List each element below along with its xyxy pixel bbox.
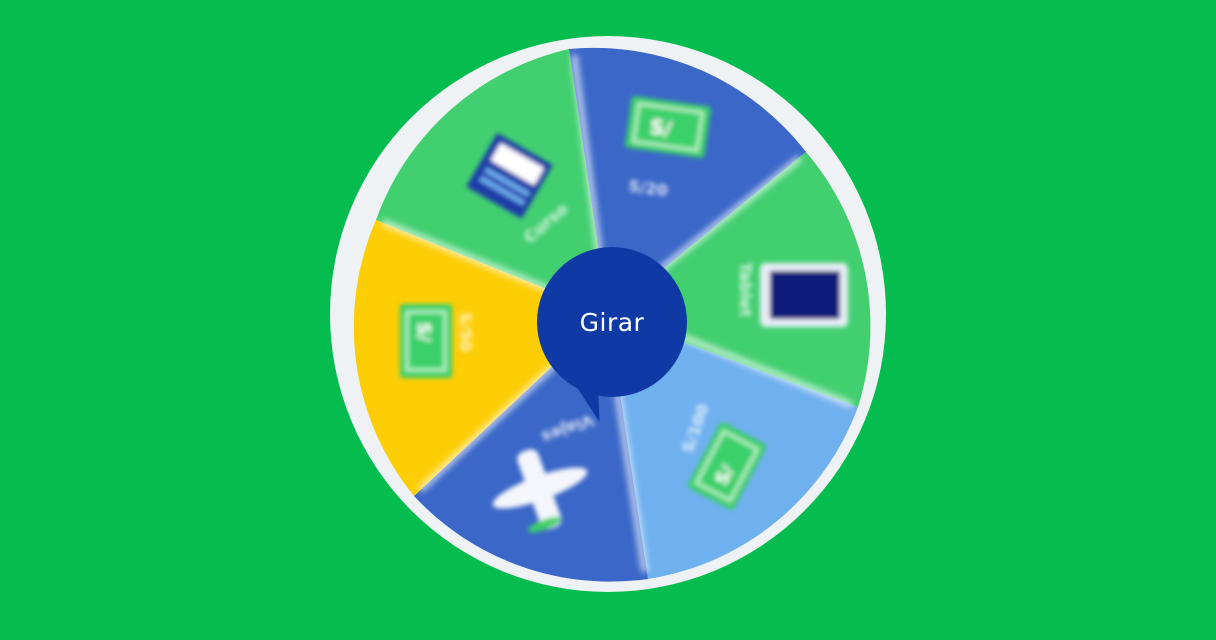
banknote-icon: S/ xyxy=(400,304,452,378)
segment-label-s50: S/50 xyxy=(456,312,475,352)
segment-label-tablet: Tablet xyxy=(736,262,755,317)
segment-s20 xyxy=(569,47,806,315)
spin-button[interactable]: Girar xyxy=(537,247,687,397)
tablet-icon xyxy=(760,263,848,327)
segment-tablet xyxy=(608,152,871,407)
airplane-icon xyxy=(492,449,588,533)
book-icon xyxy=(466,133,553,219)
svg-text:S/: S/ xyxy=(648,115,674,142)
spin-button-label: Girar xyxy=(579,307,645,337)
banknote-icon: S/ xyxy=(625,96,711,158)
segment-dividers xyxy=(380,54,854,573)
banknote-icon: S/ xyxy=(687,422,767,510)
svg-text:S/: S/ xyxy=(413,322,434,342)
